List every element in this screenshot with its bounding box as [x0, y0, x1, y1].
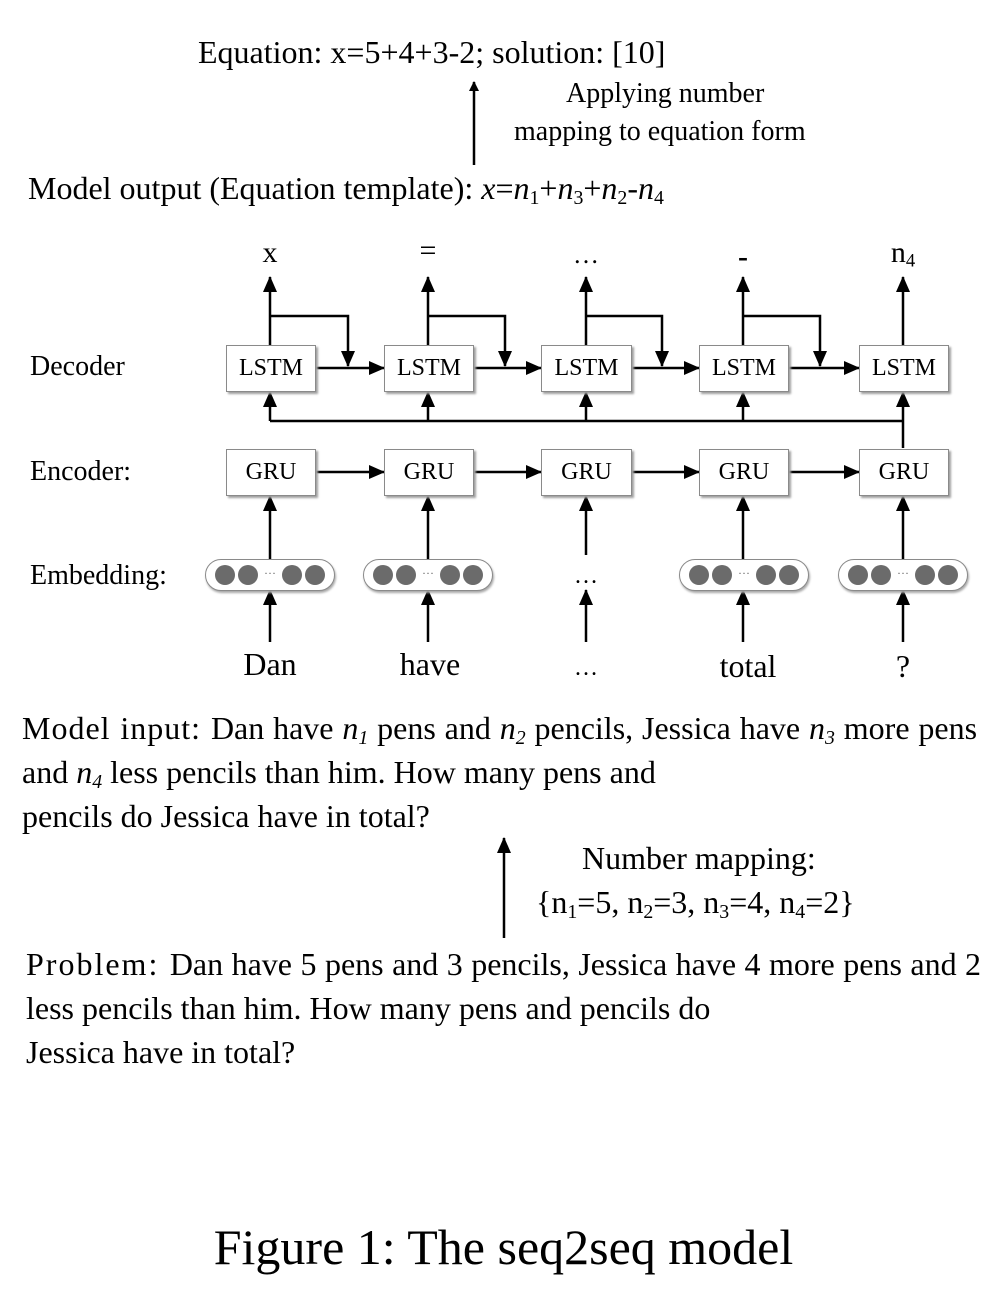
decoder-lstm-5: LSTM	[859, 345, 949, 392]
row-label-embedding: Embedding:	[30, 560, 167, 591]
decoder-output-2: =	[419, 234, 437, 267]
number-mapping-values: {n1=5, n2=3, n3=4, n4=2}	[536, 884, 855, 923]
embedding-dot	[938, 565, 958, 585]
embedding-dot	[396, 565, 416, 585]
embedding-dot	[282, 565, 302, 585]
decoder-output-3: …	[573, 240, 599, 269]
embedding-dot	[689, 565, 709, 585]
embedding-ellipsis: …	[574, 563, 598, 589]
embedding-dot	[712, 565, 732, 585]
feedback-loop-2	[428, 314, 512, 367]
embedding-dot	[238, 565, 258, 585]
embedding-vector-5: ···	[838, 559, 968, 591]
input-word-1: Dan	[243, 646, 297, 682]
feedback-loop-3	[586, 314, 669, 367]
mapping-note-line2: mapping to equation form	[514, 116, 806, 147]
encoder-gru-3: GRU	[541, 449, 632, 496]
equation-line: Equation: x=5+4+3-2; solution: [10]	[198, 34, 666, 70]
model-input-label: Model input:	[22, 710, 211, 746]
decoder-output-4: -	[738, 240, 748, 273]
model-output-label: Model output (Equation template):	[28, 170, 482, 206]
embedding-dot	[440, 565, 460, 585]
number-mapping-title: Number mapping:	[582, 840, 816, 876]
figure-caption: Figure 1: The seq2seq model	[213, 1219, 794, 1275]
input-word-5: ?	[895, 648, 911, 684]
problem-label: Problem:	[26, 946, 170, 982]
row-label-encoder: Encoder:	[30, 456, 132, 487]
embedding-dot	[756, 565, 776, 585]
model-input-paragraph: Model input: Dan have n1 pens and n2 pen…	[22, 710, 978, 834]
embedding-dot	[915, 565, 935, 585]
model-output-line: Model output (Equation template): x=n1+n…	[28, 170, 664, 209]
input-word-2: have	[399, 646, 461, 682]
encoder-gru-1: GRU	[226, 449, 316, 496]
embedding-dot	[215, 565, 235, 585]
mapping-note-line1: Applying number	[566, 78, 765, 109]
embedding-dot	[373, 565, 393, 585]
template-x: x	[481, 170, 496, 206]
embedding-dot	[463, 565, 483, 585]
decoder-lstm-1: LSTM	[226, 345, 316, 392]
decoder-output-1: x	[262, 236, 278, 269]
decoder-lstm-2: LSTM	[384, 345, 474, 392]
embedding-dot	[871, 565, 891, 585]
decoder-lstm-3: LSTM	[541, 345, 632, 392]
feedback-loop-1	[270, 314, 355, 367]
decoder-output-5: n4	[890, 236, 916, 272]
embedding-dot	[305, 565, 325, 585]
decoder-lstm-4: LSTM	[699, 345, 789, 392]
embedding-vector-4: ···	[679, 559, 809, 591]
encoder-gru-5: GRU	[859, 449, 949, 496]
encoder-gru-4: GRU	[699, 449, 789, 496]
encoder-gru-2: GRU	[384, 449, 474, 496]
input-word-4: total	[719, 648, 777, 684]
input-word-3: …	[574, 655, 598, 681]
embedding-vector-1: ···	[205, 559, 335, 591]
feedback-loop-4	[743, 314, 827, 367]
problem-paragraph: Problem: Dan have 5 pens and 3 pencils, …	[26, 946, 982, 1070]
embedding-vector-2: ···	[363, 559, 493, 591]
embedding-dot	[848, 565, 868, 585]
embedding-dot	[779, 565, 799, 585]
row-label-decoder: Decoder	[30, 351, 125, 382]
